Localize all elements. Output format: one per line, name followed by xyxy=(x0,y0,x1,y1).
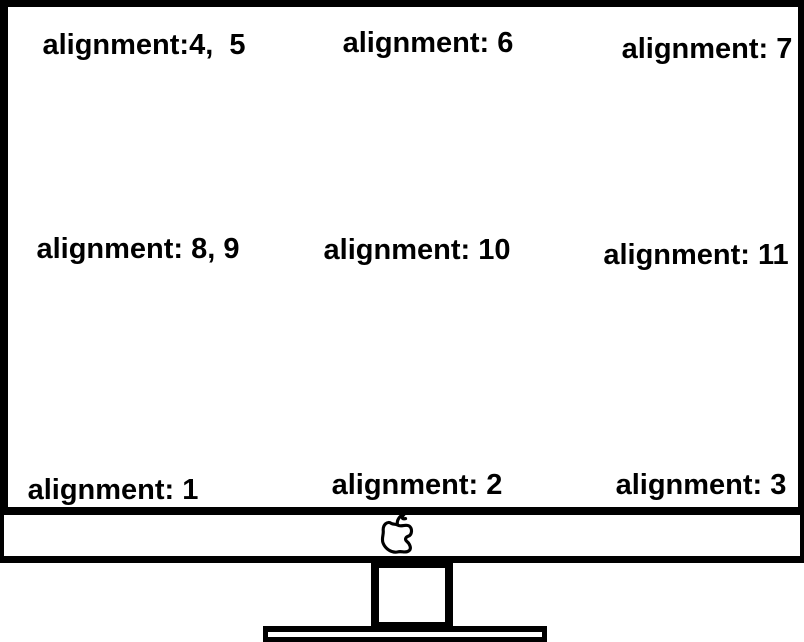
alignment-label-8-9: alignment: 8, 9 xyxy=(36,233,240,265)
apple-logo-icon xyxy=(380,512,414,554)
alignment-label-7: alignment: 7 xyxy=(621,33,793,65)
monitor-chin-bar xyxy=(0,515,804,563)
alignment-label-2: alignment: 2 xyxy=(331,469,503,501)
alignment-label-4-5: alignment:4, 5 xyxy=(42,29,246,61)
alignment-label-6: alignment: 6 xyxy=(342,27,514,59)
monitor-screen: alignment:4, 5 alignment: 6 alignment: 7… xyxy=(0,0,804,515)
monitor-base xyxy=(263,626,547,642)
alignment-label-1: alignment: 1 xyxy=(27,474,199,506)
alignment-label-3: alignment: 3 xyxy=(615,469,787,501)
alignment-label-10: alignment: 10 xyxy=(323,234,511,266)
monitor-neck xyxy=(371,560,453,630)
alignment-label-11: alignment: 11 xyxy=(603,239,789,271)
